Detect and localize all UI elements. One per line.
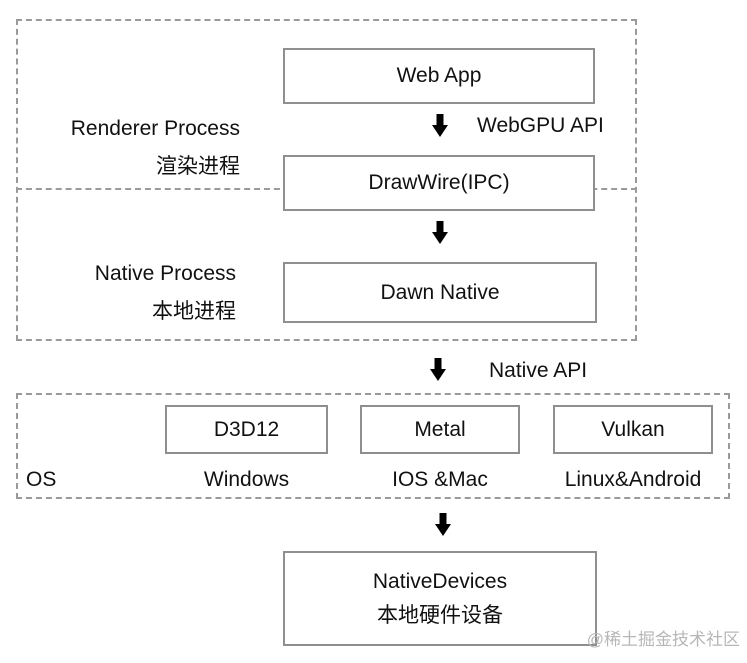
native-process-label: Native Process 本地进程	[36, 255, 236, 331]
down-arrow-icon	[430, 358, 446, 381]
down-arrow-icon	[432, 221, 448, 244]
native-process-label-en: Native Process	[94, 262, 236, 285]
watermark-text: @稀土掘金技术社区	[586, 630, 740, 649]
web-app-label: Web App	[396, 64, 482, 87]
native-devices-label-zh: 本地硬件设备	[377, 603, 503, 627]
ios-mac-label: IOS &Mac	[392, 468, 488, 491]
vulkan-label: Vulkan	[601, 417, 665, 441]
process-container-dashed-box	[16, 19, 637, 341]
d3d12-label: D3D12	[213, 417, 280, 441]
native-process-label-zh: 本地进程	[152, 300, 236, 323]
web-app-box: Web App	[283, 48, 595, 104]
native-api-label: Native API	[489, 359, 588, 382]
metal-label: Metal	[414, 417, 466, 441]
d3d12-box: D3D12	[165, 405, 328, 454]
drawwire-ipc-box: DrawWire(IPC)	[283, 155, 595, 211]
metal-box: Metal	[360, 405, 520, 454]
down-arrow-icon	[432, 114, 448, 137]
native-devices-box: NativeDevices 本地硬件设备	[283, 551, 597, 646]
vulkan-box: Vulkan	[553, 405, 713, 454]
dawn-native-label: Dawn Native	[380, 280, 500, 304]
linux-android-label: Linux&Android	[564, 468, 702, 491]
webgpu-api-label: WebGPU API	[477, 114, 604, 137]
windows-label: Windows	[203, 468, 290, 491]
native-devices-label-en: NativeDevices	[372, 569, 508, 593]
os-label: OS	[26, 468, 57, 491]
down-arrow-icon	[435, 513, 451, 536]
renderer-process-label-en: Renderer Process	[70, 117, 240, 140]
renderer-process-label: Renderer Process 渲染进程	[40, 110, 240, 186]
drawwire-ipc-label: DrawWire(IPC)	[368, 171, 510, 194]
os-container-dashed-box	[16, 393, 730, 499]
dawn-native-box: Dawn Native	[283, 262, 597, 323]
renderer-process-label-zh: 渲染进程	[156, 155, 240, 178]
